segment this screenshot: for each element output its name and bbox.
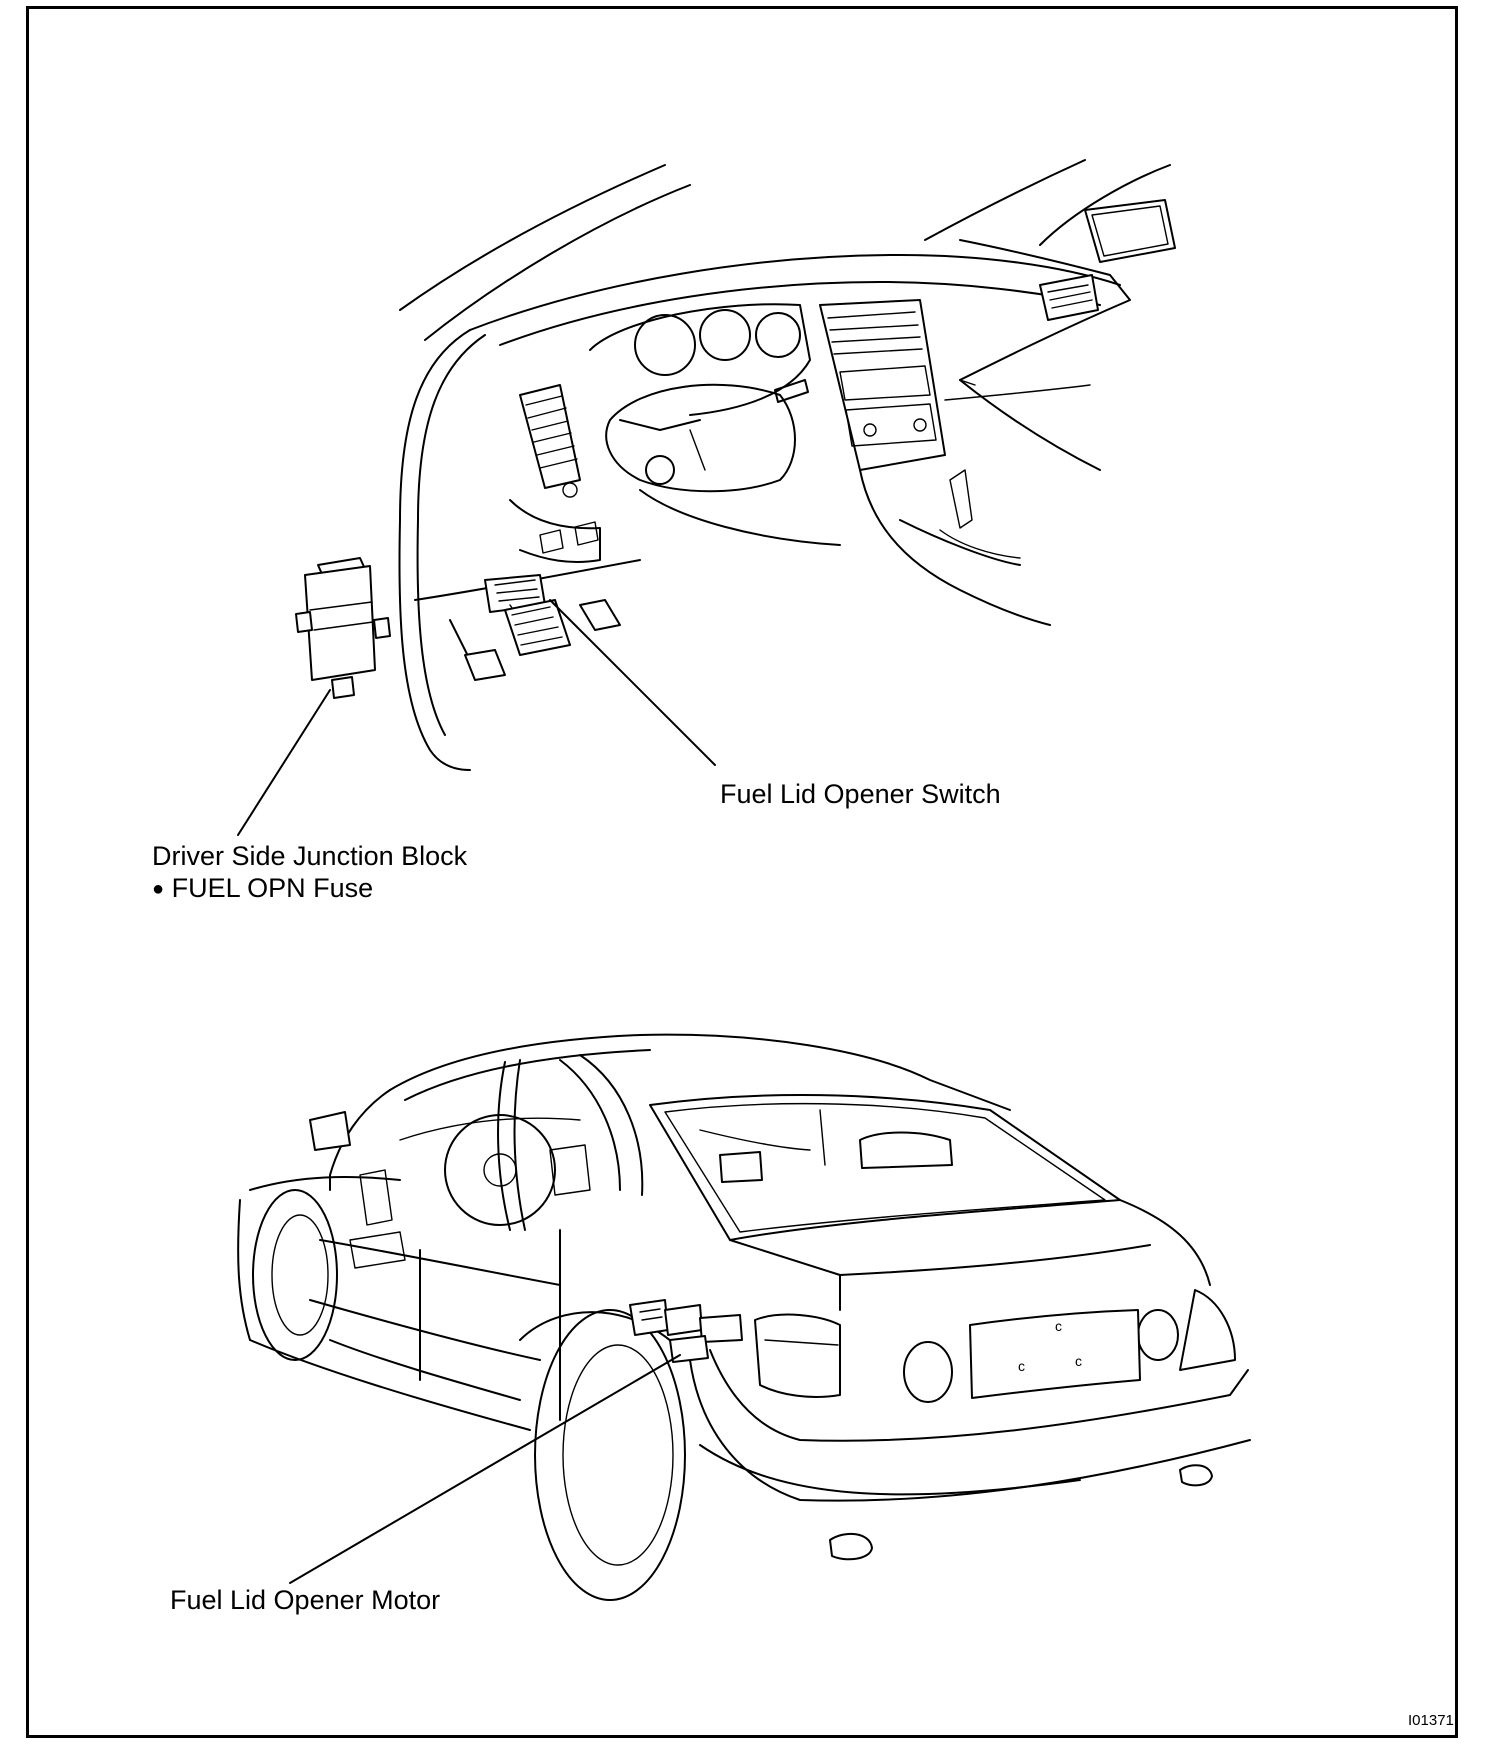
fuel-lid-opener-switch-label: Fuel Lid Opener Switch <box>720 779 1001 809</box>
figure-id: I01371 <box>1408 1712 1454 1729</box>
opener-switch-leader-line <box>549 599 716 766</box>
emblem-letter-top: c <box>1055 1318 1062 1334</box>
fuel-opn-fuse-line: ● FUEL OPN Fuse <box>152 872 373 905</box>
dashboard-illustration <box>237 159 1176 836</box>
fuel-opn-fuse-label: FUEL OPN Fuse <box>171 873 374 903</box>
driver-side-junction-block-label: Driver Side Junction Block <box>152 841 468 871</box>
fuel-lid-opener-motor-label: Fuel Lid Opener Motor <box>170 1585 441 1615</box>
bullet-icon: ● <box>152 878 165 900</box>
diagram-frame <box>26 6 1458 1738</box>
opener-motor-leader-line <box>289 1354 681 1584</box>
junction-block-leader-line <box>237 689 331 836</box>
car-illustration <box>237 1033 1251 1601</box>
emblem-letter-left: c <box>1018 1358 1025 1374</box>
emblem-letter-right: c <box>1075 1353 1082 1369</box>
